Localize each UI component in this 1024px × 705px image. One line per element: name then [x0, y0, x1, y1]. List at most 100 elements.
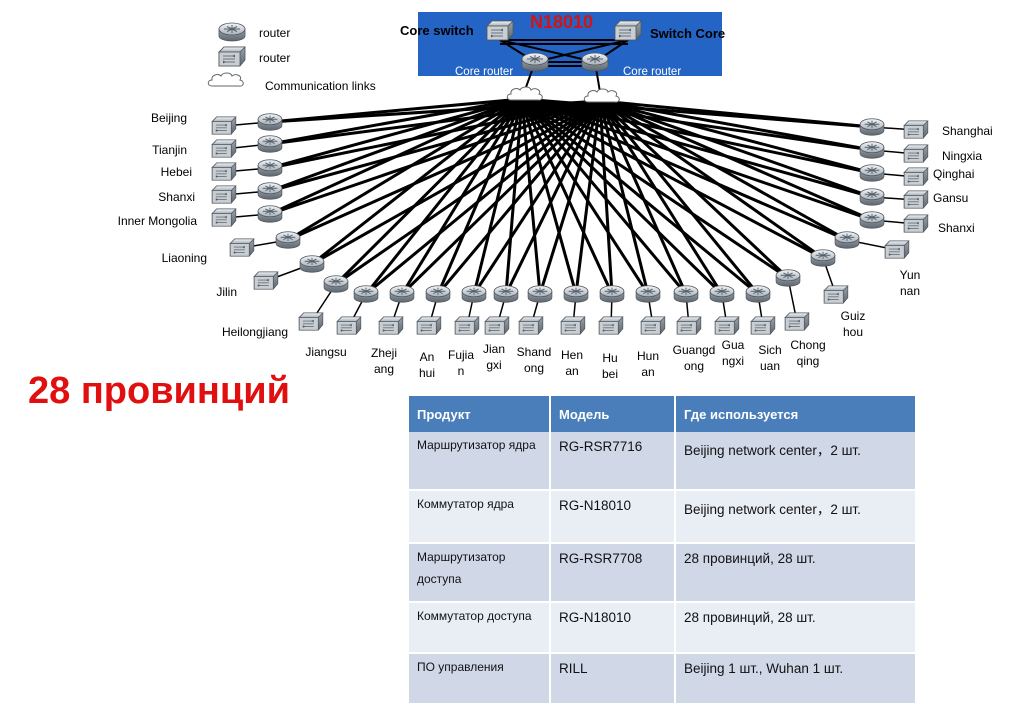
province-label-jilin: Jilin	[216, 285, 237, 299]
wan-link-tianjin	[269, 97, 523, 146]
access-switch-henan-icon	[560, 316, 586, 335]
table-header-row: Продукт Модель Где используется	[409, 396, 917, 432]
core-switch-left-icon	[486, 20, 514, 41]
access-switch-zhejiang-icon	[378, 316, 404, 335]
access-router-fujian-icon	[461, 285, 487, 303]
wan-link-shandong	[538, 100, 602, 295]
province-label-ningxia: Ningxia	[942, 149, 982, 163]
wan-link-zhejiang	[400, 98, 524, 295]
access-switch-hebei-icon	[211, 162, 237, 181]
access-switch-chongqing-icon	[784, 312, 810, 331]
access-switch-heilongjiang-icon	[298, 312, 324, 331]
cell-usage: Beijing network center，2 шт.	[675, 490, 917, 544]
wan-link-zhejiang	[400, 99, 602, 296]
core-switch-right-icon	[614, 20, 642, 41]
core-router-left-icon	[521, 52, 549, 72]
wan-link-liaoning	[287, 97, 523, 242]
cell-usage: 28 провинций, 28 шт.	[675, 602, 917, 654]
cell-model: RG-N18010	[550, 490, 676, 544]
table-row: Маршрутизатор ядра RG-RSR7716 Beijing ne…	[409, 432, 917, 491]
access-switch-anhui-icon	[416, 316, 442, 335]
access-switch-gansu-icon	[903, 190, 929, 209]
wan-link-ningxia	[599, 99, 873, 152]
table-row: Маршрутизатор доступа RG-RSR7708 28 пров…	[409, 543, 917, 603]
wan-link-chongqing	[521, 97, 789, 280]
access-router-sichuan-icon	[745, 285, 771, 303]
access-switch-qinghai-icon	[903, 167, 929, 186]
wan-link-jilin	[311, 97, 523, 266]
access-switch-ningxia-icon	[903, 144, 929, 163]
access-switch-hunan-icon	[640, 316, 666, 335]
wan-link-jiangsu	[364, 98, 524, 295]
wan-link-guangxi	[520, 97, 724, 296]
access-switch-jilin-icon	[253, 271, 279, 290]
province-label-jiangsu: Jiangsu	[305, 345, 346, 359]
access-router-shanxi-left-icon	[257, 182, 283, 200]
access-router-guizhou-icon	[810, 249, 836, 267]
access-router-anhui-icon	[425, 285, 451, 303]
wan-link-inner-mongolia	[269, 97, 523, 216]
table-row: ПО управления RILL Beijing 1 шт., Wuhan …	[409, 653, 917, 705]
access-router-chongqing-icon	[775, 269, 801, 287]
access-switch-inner-mongolia-icon	[211, 208, 237, 227]
wan-link-shandong	[520, 98, 542, 295]
col-header-product: Продукт	[409, 396, 551, 432]
access-switch-guizhou-icon	[823, 285, 849, 304]
core-switch-left-label: Core switch	[400, 23, 474, 38]
province-label-heilongjiang: Heilongjiang	[222, 325, 288, 339]
access-switch-jiangsu-icon	[336, 316, 362, 335]
core-router-right-label: Core router	[623, 66, 681, 78]
wan-link-hebei	[269, 97, 523, 170]
wan-link-ningxia	[521, 97, 873, 152]
access-router-shandong-icon	[527, 285, 553, 303]
province-label-qinghai: Qinghai	[933, 167, 974, 181]
table-row: Коммутатор доступа RG-N18010 28 провинци…	[409, 602, 917, 654]
access-switch-sichuan-icon	[750, 316, 776, 335]
cell-model: RG-RSR7708	[550, 543, 676, 603]
access-router-jiangsu-icon	[353, 285, 379, 303]
province-label-shanxi-left: Shanxi	[158, 190, 195, 204]
cell-product: Маршрутизатор доступа	[409, 543, 551, 603]
cell-model: RG-RSR7716	[550, 432, 676, 491]
legend-router-label: router	[259, 26, 290, 40]
col-header-model: Модель	[550, 396, 676, 432]
wan-link-sichuan	[521, 97, 759, 296]
province-label-shanxi-right: Shanxi	[938, 221, 975, 235]
wan-link-fujian	[472, 98, 524, 295]
access-switch-guangdong-icon	[676, 316, 702, 335]
access-router-hubei-icon	[599, 285, 625, 303]
cell-product: Коммутатор ядра	[409, 490, 551, 544]
access-router-qinghai-icon	[859, 164, 885, 182]
province-label-tianjin: Tianjin	[152, 143, 187, 157]
wan-link-guizhou	[599, 99, 824, 260]
access-switch-shanxi-right-icon	[903, 214, 929, 233]
access-router-inner-mongolia-icon	[257, 205, 283, 223]
access-switch-tianjin-icon	[211, 139, 237, 158]
cell-usage: Beijing 1 шт., Wuhan 1 шт.	[675, 653, 917, 705]
wan-link-shanghai	[599, 99, 873, 129]
access-switch-yunnan-icon	[884, 240, 910, 259]
wan-link-sichuan	[598, 100, 760, 295]
wan-link-hubei	[520, 98, 614, 295]
access-switch-hubei-icon	[598, 316, 624, 335]
core-switch-right-label: Switch Core	[650, 26, 725, 41]
cell-product: Коммутатор доступа	[409, 602, 551, 654]
province-label-gansu: Gansu	[933, 191, 968, 205]
access-router-henan-icon	[563, 285, 589, 303]
wan-link-gansu	[599, 99, 873, 199]
cell-model: RG-N18010	[550, 602, 676, 654]
legend-cloud-icon	[207, 72, 244, 87]
province-label-liaoning: Liaoning	[162, 251, 207, 265]
wan-link-henan	[520, 98, 578, 295]
access-router-zhejiang-icon	[389, 285, 415, 303]
core-title-label: N18010	[530, 12, 593, 32]
